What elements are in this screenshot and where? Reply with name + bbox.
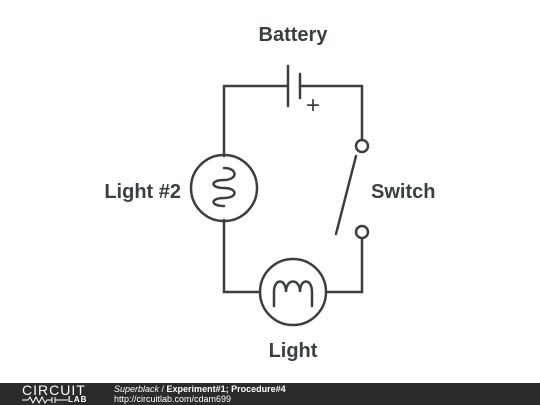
circuit-meta: Superblack / Experiment#1; Procedure#4 h… <box>114 384 286 404</box>
circuitlab-logo[interactable]: CIRCUIT LAB <box>22 383 102 405</box>
switch-terminal-bottom <box>354 224 370 240</box>
light-label: Light <box>269 340 318 362</box>
switch-lever <box>334 154 358 236</box>
light2-filament <box>212 166 236 208</box>
switch-terminal-top <box>354 138 370 154</box>
schematic-canvas: + Battery Light #2 Switch Light <box>104 24 435 362</box>
battery-plus-sign: + <box>306 92 320 119</box>
logo-word: CIRCUIT <box>22 382 86 398</box>
circuit-title-line: Superblack / Experiment#1; Procedure#4 <box>114 384 286 394</box>
wire-right-lower <box>324 236 364 294</box>
light2-label: Light #2 <box>104 181 181 203</box>
light2-bulb-icon <box>189 153 259 223</box>
footer-bar: CIRCUIT LAB Superblack / Experiment#1; P… <box>0 383 540 405</box>
switch-label: Switch <box>371 181 435 203</box>
light-bulb-icon <box>258 257 328 327</box>
circuit-url[interactable]: http://circuitlab.com/cdam699 <box>114 394 232 404</box>
circuit-author[interactable]: Superblack <box>114 384 160 394</box>
wire-top-right <box>298 84 364 142</box>
circuit-title[interactable]: Experiment#1; Procedure#4 <box>166 384 286 394</box>
wire-left-lower <box>222 218 262 294</box>
battery-label: Battery <box>259 24 329 46</box>
title-separator: / <box>159 384 167 394</box>
light-filament <box>272 280 314 308</box>
wire-top-left <box>222 84 290 158</box>
logo-resistor-icon <box>22 396 68 404</box>
logo-sub: LAB <box>68 395 88 404</box>
